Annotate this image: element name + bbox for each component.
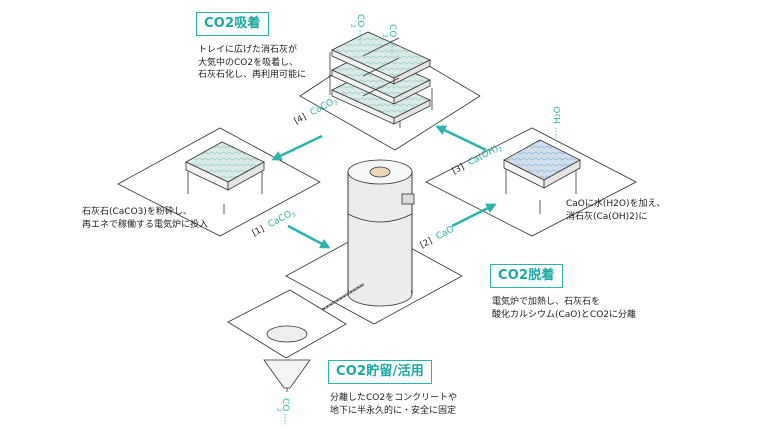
desc-line: 分離したCO2をコンクリートや — [330, 393, 458, 403]
desc-line: 消石灰(Ca(OH)2)に — [566, 211, 648, 222]
desc-line: 大気中のCO2を吸着し、 — [198, 57, 299, 68]
desc-crush: 石灰石(CaCO3)を粉砕し、 再エネで稼働する電気炉に投入 — [82, 206, 208, 231]
desc-line: トレイに広げた消石灰が — [198, 45, 298, 55]
storage-tank — [263, 325, 311, 392]
desc-line: 電気炉で加熱し、石灰石を — [492, 297, 601, 307]
desc-line: 石灰石化し、再利用可能に — [198, 70, 307, 80]
co2-molecule-right: CO 2 — [381, 24, 397, 54]
svg-text:[4]: [4] — [293, 112, 308, 126]
electric-furnace — [347, 159, 415, 307]
desc-line: 再エネで稼働する電気炉に投入 — [82, 219, 209, 230]
svg-text:CO: CO — [280, 398, 290, 411]
caoh2-table — [503, 139, 581, 214]
desc-absorption: トレイに広げた消石灰が 大気中のCO2を吸着し、 石灰石化し、再利用可能に — [198, 44, 306, 82]
h2o-molecule: H2O — [553, 106, 563, 144]
desc-line: 石灰石(CaCO3)を粉砕し、 — [82, 207, 192, 217]
step2-label: [2] CaO — [419, 225, 456, 251]
storage-platform — [227, 289, 347, 359]
svg-text:[3]: [3] — [451, 162, 466, 176]
arrow-step3 — [435, 125, 487, 152]
arrow-step4 — [271, 134, 323, 161]
label-co2-absorption: CO2吸着 — [196, 12, 269, 36]
arrow-step2 — [451, 203, 497, 228]
svg-text:[1]: [1] — [251, 224, 266, 238]
desc-line: CaOに水(H2O)を加え、 — [566, 199, 666, 209]
svg-text:CO: CO — [387, 24, 397, 37]
desc-storage: 分離したCO2をコンクリートや 地下に半永久的に・安全に固定 — [330, 392, 457, 417]
desc-hydrate: CaOに水(H2O)を加え、 消石灰(Ca(OH)2)に — [566, 198, 665, 223]
hydrate-platform — [425, 127, 637, 237]
co2-molecule-bottom: CO 2 — [275, 398, 290, 426]
svg-text:[2]: [2] — [419, 236, 434, 250]
svg-text:2: 2 — [381, 34, 388, 38]
arrow-step1 — [287, 224, 331, 249]
absorption-rack — [329, 31, 433, 128]
svg-text:CO: CO — [355, 14, 365, 27]
svg-text:CaO: CaO — [435, 225, 456, 243]
label-co2-storage: CO2貯留/活用 — [328, 360, 432, 384]
svg-text:2: 2 — [349, 24, 356, 28]
caco3-table — [185, 141, 265, 214]
desc-line: 地下に半永久的に・安全に固定 — [330, 405, 457, 416]
desc-desorption: 電気炉で加熱し、石灰石を 酸化カルシウム(CaO)とCO2に分離 — [492, 296, 636, 321]
label-co2-desorption: CO2脱着 — [490, 264, 563, 288]
svg-text:2: 2 — [275, 408, 282, 412]
svg-text:H2O: H2O — [553, 106, 563, 124]
desc-line: 酸化カルシウム(CaO)とCO2に分離 — [492, 309, 637, 320]
co2-molecule-left: CO 2 — [349, 14, 365, 44]
